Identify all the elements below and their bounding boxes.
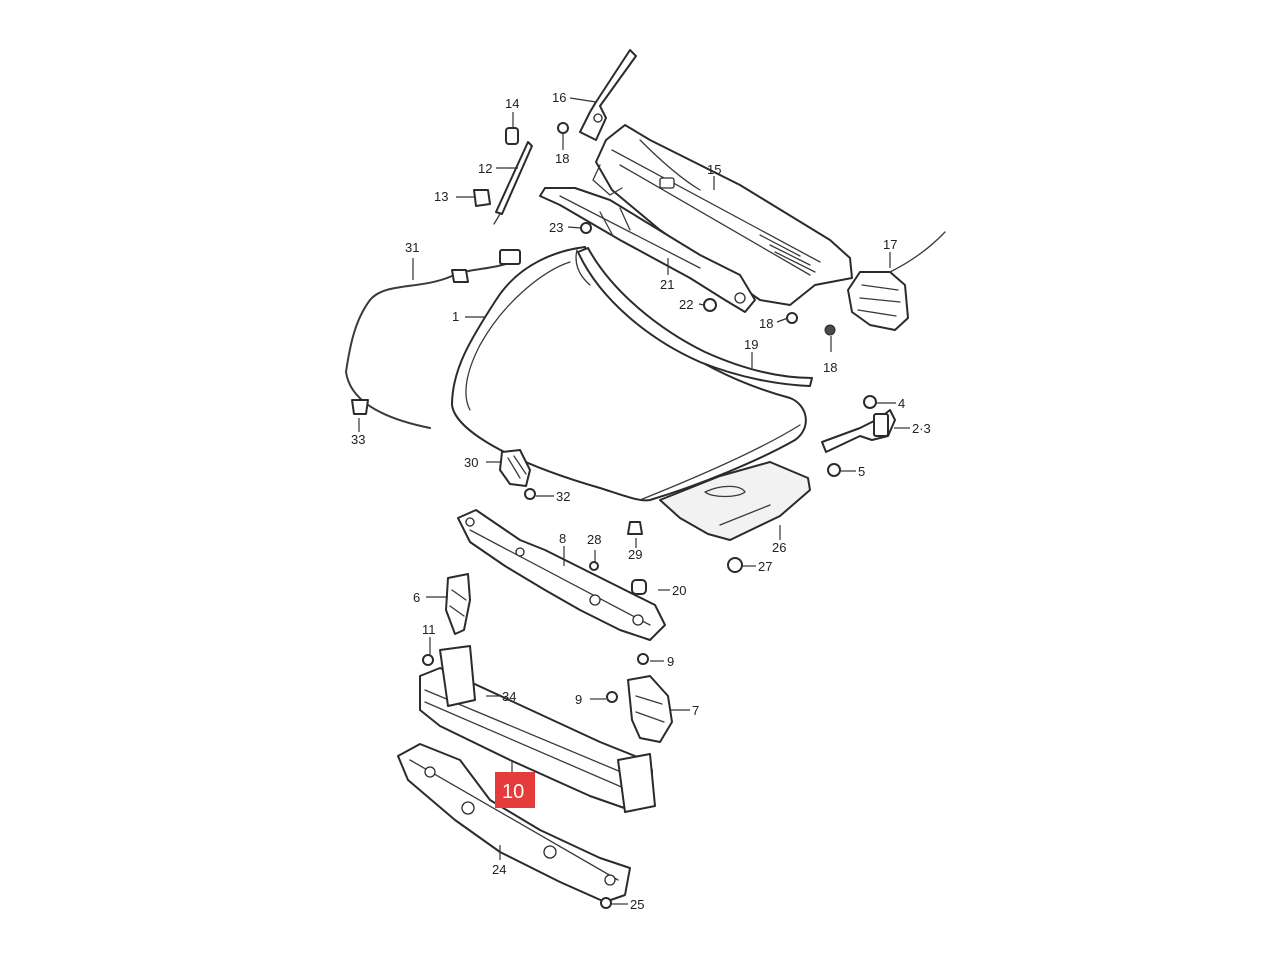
part-rod-clip[interactable] — [473, 189, 491, 207]
part-bolt-25[interactable] — [600, 897, 612, 909]
part-front-bumper-reinforcement[interactable] — [419, 645, 656, 813]
part-cable-clip[interactable] — [351, 399, 369, 415]
part-bolt-9a[interactable] — [637, 653, 649, 665]
callout-15: 15 — [707, 162, 721, 177]
callout-21: 21 — [660, 277, 674, 292]
part-bolt-5[interactable] — [827, 463, 841, 477]
part-wiper-motor[interactable] — [824, 231, 946, 336]
callout-17: 17 — [883, 237, 897, 252]
callout-11: 11 — [422, 622, 436, 637]
callout-6: 6 — [413, 590, 420, 605]
part-bolt-32[interactable] — [524, 488, 536, 500]
part-hood-seal[interactable] — [577, 247, 813, 387]
callout-24: 24 — [492, 862, 506, 877]
part-bolt-18b[interactable] — [786, 312, 798, 324]
callout-18-middle: 18 — [759, 316, 773, 331]
callout-9-left: 9 — [575, 692, 582, 707]
part-bolt-18a[interactable] — [557, 122, 569, 134]
part-upper-radiator-support[interactable] — [457, 509, 666, 641]
part-hood-hinge[interactable] — [821, 409, 896, 453]
callout-29: 29 — [628, 547, 642, 562]
callout-30: 30 — [464, 455, 478, 470]
part-hood-insulator[interactable] — [659, 461, 811, 541]
callout-28: 28 — [587, 532, 601, 547]
part-grommet[interactable] — [505, 127, 519, 145]
part-bolt-11[interactable] — [422, 654, 434, 666]
callout-1: 1 — [452, 309, 459, 324]
callout-22: 22 — [679, 297, 693, 312]
callout-14: 14 — [505, 96, 519, 111]
part-bracket-right[interactable] — [627, 675, 673, 743]
callout-10-highlight — [495, 772, 535, 808]
callout-16: 16 — [552, 90, 566, 105]
part-bolt-23[interactable] — [580, 222, 592, 234]
part-bolt-9b[interactable] — [606, 691, 618, 703]
callout-5: 5 — [858, 464, 865, 479]
callout-32: 32 — [556, 489, 570, 504]
callout-4: 4 — [898, 396, 905, 411]
part-bracket-left[interactable] — [445, 573, 471, 635]
part-clip-27[interactable] — [727, 557, 743, 573]
callout-9-right: 9 — [667, 654, 674, 669]
callout-26: 26 — [772, 540, 786, 555]
callout-33: 33 — [351, 432, 365, 447]
part-cowl-top[interactable] — [592, 124, 853, 306]
callout-23: 23 — [549, 220, 563, 235]
part-cowl-inner-panel[interactable] — [539, 187, 756, 313]
callout-12: 12 — [478, 161, 492, 176]
callout-31: 31 — [405, 240, 419, 255]
callout-2-3: 2·3 — [912, 421, 931, 436]
callout-18-right: 18 — [823, 360, 837, 375]
callout-25: 25 — [630, 897, 644, 912]
callout-labels: 1 2·3 4 5 6 7 8 9 9 10 11 12 13 14 15 16… — [351, 90, 931, 912]
part-clip-28[interactable] — [589, 561, 599, 571]
part-lower-cross-member[interactable] — [397, 743, 631, 903]
callout-13: 13 — [434, 189, 448, 204]
part-nut-22[interactable] — [703, 298, 717, 312]
part-bumper-20[interactable] — [631, 579, 647, 595]
part-bolt-4[interactable] — [863, 395, 877, 409]
part-wiper-arm-left[interactable] — [579, 49, 637, 141]
callout-20: 20 — [672, 583, 686, 598]
callout-19: 19 — [744, 337, 758, 352]
leader-lines — [358, 97, 910, 905]
callout-8: 8 — [559, 531, 566, 546]
callout-34: 34 — [502, 689, 516, 704]
part-hood-lock[interactable] — [499, 449, 531, 487]
callout-27: 27 — [758, 559, 772, 574]
callout-18-top: 18 — [555, 151, 569, 166]
callout-10: 10 — [502, 781, 524, 803]
callout-7: 7 — [692, 703, 699, 718]
part-hood-support-rod[interactable] — [493, 141, 533, 225]
part-bumper-29[interactable] — [627, 521, 643, 535]
